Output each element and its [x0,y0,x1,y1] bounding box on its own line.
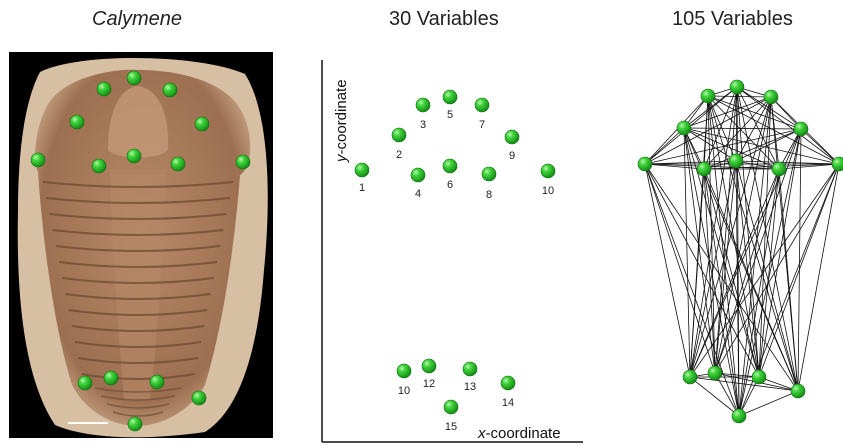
landmark-label: 15 [445,421,457,433]
network-node [683,370,697,384]
landmark-dot [150,375,164,389]
y-axis-label: y-coordinate [333,79,350,163]
landmark-label: 10 [542,185,554,197]
landmark-point [443,159,457,173]
landmark-point [463,362,477,376]
landmark-label: 8 [486,189,492,201]
landmark-dot [192,391,206,405]
landmark-point [355,163,369,177]
landmark-label: 10 [398,385,410,397]
landmark-point [475,98,489,112]
landmark-label: 3 [420,119,426,131]
landmark-point [444,400,458,414]
network-edge [715,97,771,373]
fossil-photo [9,52,273,438]
landmark-dot [171,157,185,171]
landmark-dot [163,83,177,97]
network-edge [708,96,759,377]
landmark-dot [128,417,142,431]
network-node [794,122,808,136]
landmark-dot [127,149,141,163]
landmark-dot [195,117,209,131]
landmark-label: 4 [415,188,421,200]
landmark-label: 14 [502,397,514,409]
landmark-dot [92,159,106,173]
landmark-point [416,98,430,112]
landmark-label: 12 [423,378,435,390]
landmark-label: 5 [447,109,453,121]
network-edge [759,97,771,377]
network-edge [708,96,715,373]
landmark-dot [127,71,141,85]
network-edge [684,97,771,128]
landmark-label: 9 [509,150,515,162]
network-node [697,162,711,176]
network-node [730,80,744,94]
network-edges [645,87,839,416]
landmark-point [501,376,515,390]
network-node [729,154,743,168]
landmark-point [541,164,555,178]
landmark-point [422,359,436,373]
network-node [791,384,805,398]
network-node [708,366,722,380]
network-edge [645,96,708,164]
landmark-label: 2 [396,149,402,161]
landmark-label: 13 [464,381,476,393]
network-node [732,409,746,423]
landmark-point [482,167,496,181]
network-node [832,157,843,171]
landmark-label: 6 [447,179,453,191]
network-edge [645,164,690,377]
network-node [772,162,786,176]
landmark-point [411,168,425,182]
landmark-dot [104,371,118,385]
network-edge [708,96,771,97]
landmark-point [505,130,519,144]
network-node [638,157,652,171]
landmark-dot [236,155,250,169]
landmark-point [443,90,457,104]
network-edge [645,164,779,169]
landmark-dot [70,115,84,129]
x-axis-label: x-coordinate [477,425,561,442]
network-edge [801,129,839,164]
landmark-points: 123456789101012131415 [355,90,555,433]
network-node [677,121,691,135]
network-node [764,90,778,104]
landmark-dot [31,153,45,167]
landmark-dot [78,376,92,390]
landmark-point [397,364,411,378]
network-edge [739,129,801,416]
landmark-label: 1 [359,182,365,194]
landmark-dot [97,82,111,96]
landmark-label: 7 [479,119,485,131]
network-node [701,89,715,103]
network-node [752,370,766,384]
network-edge [708,96,839,164]
landmark-point [392,128,406,142]
